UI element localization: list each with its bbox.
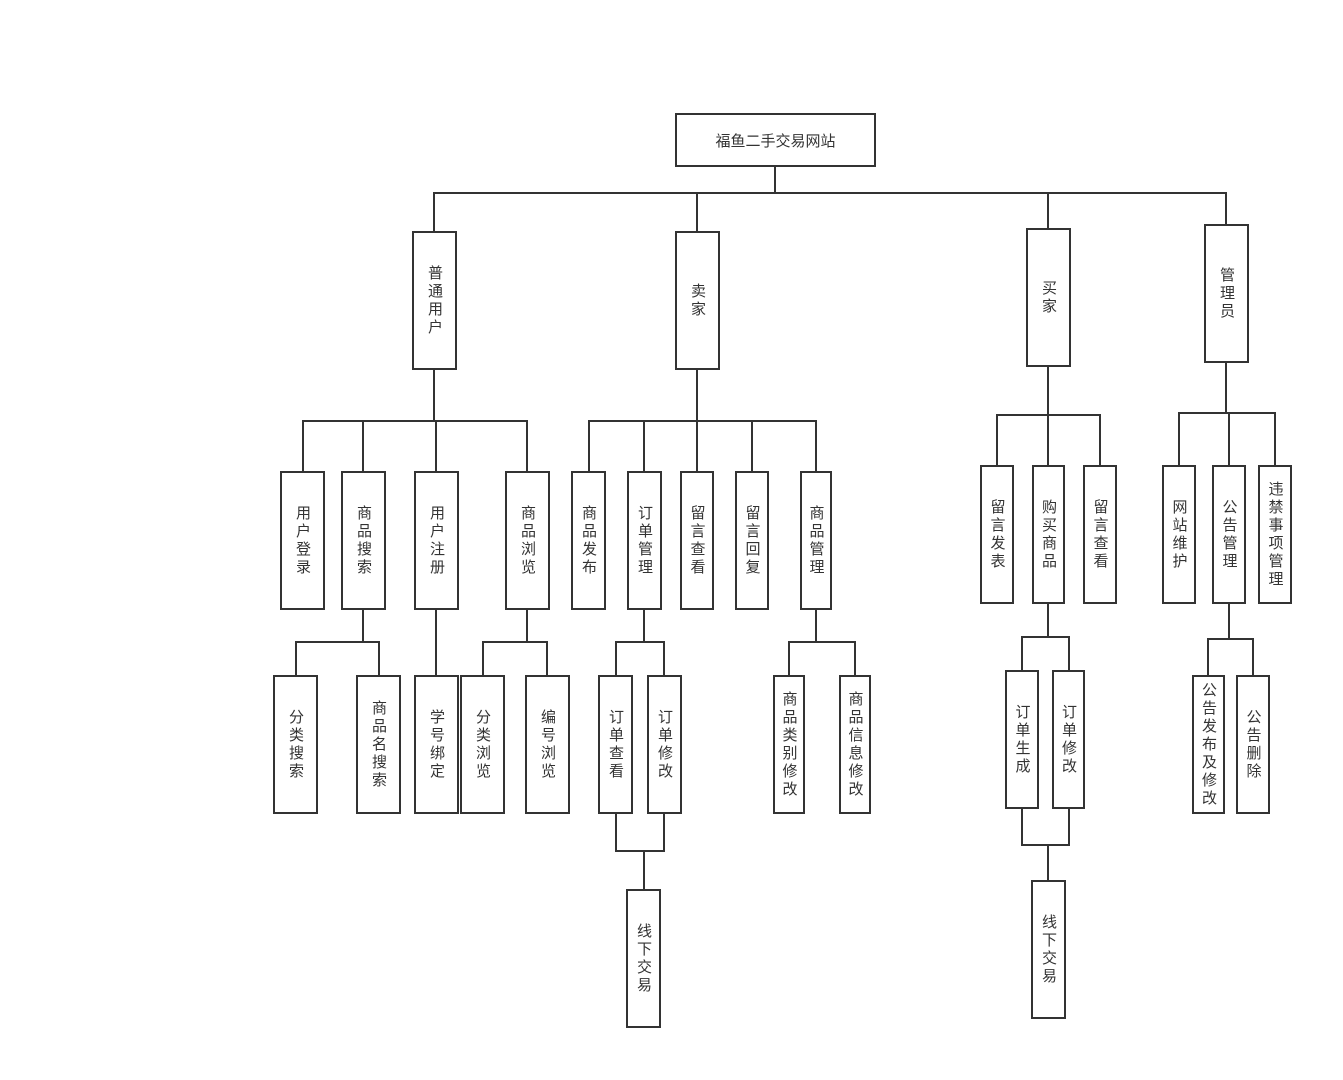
node-buyer: 买家 (1026, 228, 1071, 367)
node-seller-offline-trade: 线下交易 (626, 889, 661, 1028)
node-seller-order-modify: 订单修改 (647, 675, 682, 814)
node-notice-manage: 公告管理 (1212, 465, 1246, 604)
node-product-category-modify: 商品类别修改 (773, 675, 805, 814)
node-seller-message-view: 留言查看 (680, 471, 714, 610)
node-buy-product: 购买商品 (1032, 465, 1065, 604)
node-seller-order-view: 订单查看 (598, 675, 633, 814)
node-normal-user: 普通用户 (412, 231, 457, 370)
node-prohibited-manage: 违禁事项管理 (1258, 465, 1292, 604)
node-number-browse: 编号浏览 (525, 675, 570, 814)
node-product-search: 商品搜索 (341, 471, 386, 610)
node-admin: 管理员 (1204, 224, 1249, 363)
node-buyer-offline-trade: 线下交易 (1031, 880, 1066, 1019)
node-seller: 卖家 (675, 231, 720, 370)
node-category-search: 分类搜索 (273, 675, 318, 814)
node-product-publish: 商品发布 (571, 471, 606, 610)
node-category-browse: 分类浏览 (460, 675, 505, 814)
root-node: 福鱼二手交易网站 (675, 113, 876, 167)
node-product-name-search: 商品名搜索 (356, 675, 401, 814)
node-product-info-modify: 商品信息修改 (839, 675, 871, 814)
node-notice-publish-modify: 公告发布及修改 (1192, 675, 1225, 814)
node-site-maintain: 网站维护 (1162, 465, 1196, 604)
node-user-login: 用户登录 (280, 471, 325, 610)
node-user-register: 用户注册 (414, 471, 459, 610)
node-buyer-order-create: 订单生成 (1005, 670, 1039, 809)
node-seller-order-manage: 订单管理 (627, 471, 662, 610)
node-buyer-order-modify: 订单修改 (1052, 670, 1085, 809)
node-product-manage: 商品管理 (800, 471, 832, 610)
node-product-browse: 商品浏览 (505, 471, 550, 610)
node-buyer-message-post: 留言发表 (980, 465, 1014, 604)
node-buyer-message-view: 留言查看 (1083, 465, 1117, 604)
node-seller-message-reply: 留言回复 (735, 471, 769, 610)
node-student-id-bind: 学号绑定 (414, 675, 459, 814)
node-notice-delete: 公告删除 (1236, 675, 1270, 814)
